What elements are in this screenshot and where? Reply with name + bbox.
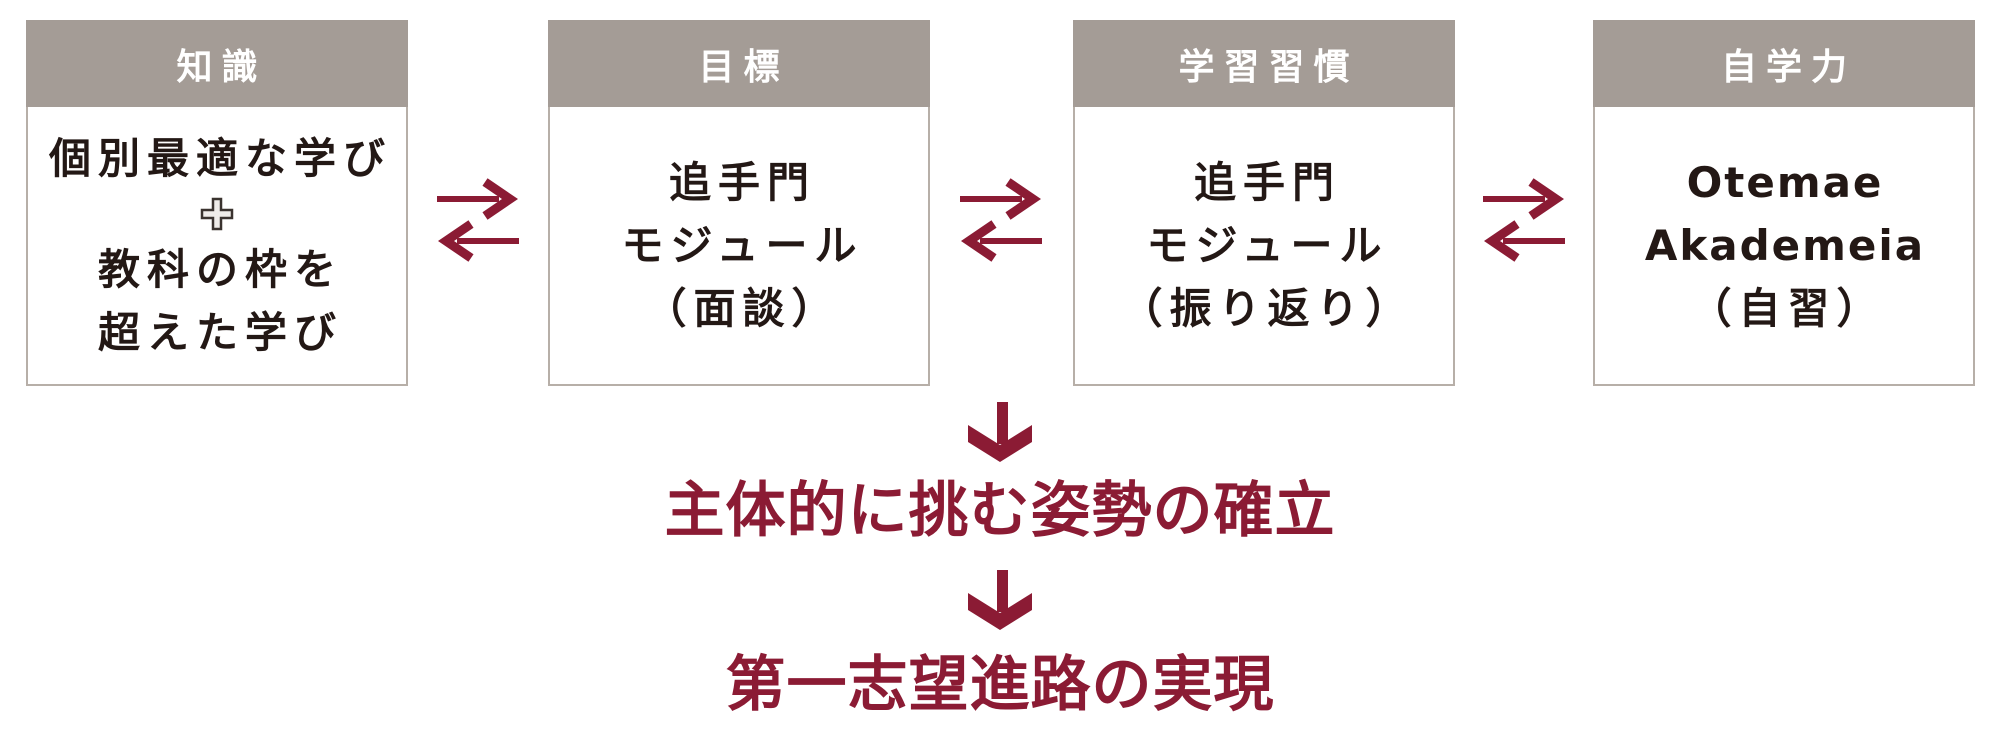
box-self-learning-body: Otemae Akademeia （自習） (1595, 107, 1973, 384)
down-arrow-icon (968, 570, 1032, 630)
box-self-learning-header: 自学力 (1593, 20, 1975, 107)
box-goal-line-1: 追手門 (668, 158, 816, 207)
box-goal-header-label: 目標 (698, 46, 789, 88)
box-study-habits-line-1: 追手門 (1193, 158, 1341, 207)
box-goal-header: 目標 (548, 20, 930, 107)
bidirectional-arrows-icon (960, 178, 1042, 262)
box-knowledge-line-2: 教科の枠を (97, 245, 343, 294)
box-goal: 目標 追手門 モジュール （面談） (548, 20, 930, 386)
box-knowledge-header: 知識 (26, 20, 408, 107)
bidirectional-arrows-icon (1483, 178, 1565, 262)
outcome-attitude: 主体的に挑む姿勢の確立 (664, 476, 1336, 546)
box-knowledge-line-3: 超えた学び (97, 308, 343, 357)
box-self-learning: 自学力 Otemae Akademeia （自習） (1593, 20, 1975, 386)
box-study-habits-body: 追手門 モジュール （振り返り） (1075, 107, 1453, 384)
box-knowledge-line-1: 個別最適な学び (48, 134, 392, 183)
plus-row (200, 190, 234, 238)
bidirectional-arrows-icon (437, 178, 519, 262)
box-goal-line-3: （面談） (644, 284, 841, 333)
box-study-habits-line-2: モジュール (1146, 221, 1389, 270)
box-study-habits-header-label: 学習習慣 (1178, 46, 1359, 88)
box-self-learning-header-label: 自学力 (1720, 46, 1856, 88)
down-arrow-icon (968, 402, 1032, 462)
box-goal-body: 追手門 モジュール （面談） (550, 107, 928, 384)
box-self-learning-line-1: Otemae (1686, 158, 1884, 207)
box-study-habits-line-3: （振り返り） (1120, 284, 1415, 333)
box-goal-line-2: モジュール (621, 221, 864, 270)
plus-icon (200, 197, 234, 231)
box-knowledge: 知識 個別最適な学び 教科の枠を 超えた学び (26, 20, 408, 386)
box-knowledge-body: 個別最適な学び 教科の枠を 超えた学び (28, 107, 406, 384)
box-knowledge-header-label: 知識 (176, 46, 267, 88)
box-study-habits-header: 学習習慣 (1073, 20, 1455, 107)
box-self-learning-line-2: Akademeia (1644, 221, 1926, 270)
box-self-learning-line-3: （自習） (1689, 284, 1886, 333)
box-study-habits: 学習習慣 追手門 モジュール （振り返り） (1073, 20, 1455, 386)
outcome-career: 第一志望進路の実現 (725, 650, 1275, 720)
